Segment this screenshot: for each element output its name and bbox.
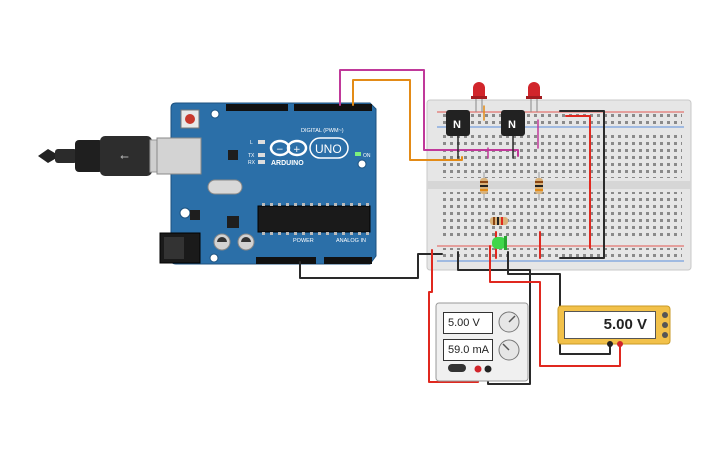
board-brand-label: ARDUINO bbox=[271, 160, 304, 167]
wires bbox=[299, 69, 621, 385]
analog-header[interactable] bbox=[324, 257, 372, 264]
magenta-signal-wire[interactable] bbox=[339, 69, 519, 157]
power-label: POWER bbox=[293, 238, 314, 244]
digital-pins-label: DIGITAL (PWM~) bbox=[301, 128, 344, 134]
psu-voltage-display: 5.00 V bbox=[443, 312, 493, 334]
ground-rail-jumper[interactable] bbox=[559, 110, 605, 259]
digital-header-right[interactable] bbox=[294, 104, 372, 111]
reset-button[interactable] bbox=[185, 114, 195, 124]
analog-in-label: ANALOG IN bbox=[336, 238, 366, 244]
transistor-right-label: N bbox=[508, 119, 516, 131]
psu-negative-terminal[interactable] bbox=[484, 365, 492, 373]
psu-positive-terminal[interactable] bbox=[474, 365, 482, 373]
breadboard[interactable] bbox=[426, 99, 692, 271]
ground-wire-arduino[interactable] bbox=[299, 253, 443, 279]
power-rail-jumper[interactable] bbox=[565, 115, 591, 249]
usb-icon: ⭠ bbox=[120, 150, 129, 163]
npn-transistor-left[interactable]: N bbox=[446, 110, 470, 136]
psu-power-switch[interactable] bbox=[448, 364, 466, 372]
red-led-left[interactable] bbox=[471, 82, 487, 112]
resistor-right[interactable] bbox=[535, 172, 543, 200]
on-label: ON bbox=[363, 153, 371, 159]
multimeter-volt-terminal[interactable] bbox=[617, 341, 623, 347]
arduino-uno-board[interactable]: − + UNO ARDUINO DIGITAL (PWM~) POWER ANA… bbox=[156, 102, 377, 265]
psu-negative-wire[interactable] bbox=[457, 251, 531, 385]
rx-label: RX bbox=[248, 160, 256, 166]
svg-text:−: − bbox=[276, 145, 284, 155]
multimeter-volt-wire[interactable] bbox=[489, 245, 621, 367]
orange-signal-wire[interactable] bbox=[352, 79, 463, 161]
arduino-logo: − + bbox=[269, 137, 349, 159]
tx-label: TX bbox=[248, 153, 255, 159]
npn-transistor-right[interactable]: N bbox=[501, 110, 525, 136]
resistor-left[interactable] bbox=[480, 172, 488, 200]
psu-current-display: 59.0 mA bbox=[443, 339, 493, 361]
l-label: L bbox=[250, 140, 253, 146]
digital-header-left[interactable] bbox=[226, 104, 288, 111]
svg-text:+: + bbox=[293, 145, 301, 155]
multimeter-display: 5.00 V bbox=[564, 311, 656, 339]
red-led-right[interactable] bbox=[526, 82, 542, 112]
green-led[interactable] bbox=[492, 236, 507, 250]
board-model-label: UNO bbox=[315, 142, 342, 156]
resistor-horizontal[interactable] bbox=[484, 217, 514, 225]
power-header[interactable] bbox=[256, 257, 316, 264]
transistor-left-label: N bbox=[453, 119, 461, 131]
multimeter-com-terminal[interactable] bbox=[607, 341, 613, 347]
